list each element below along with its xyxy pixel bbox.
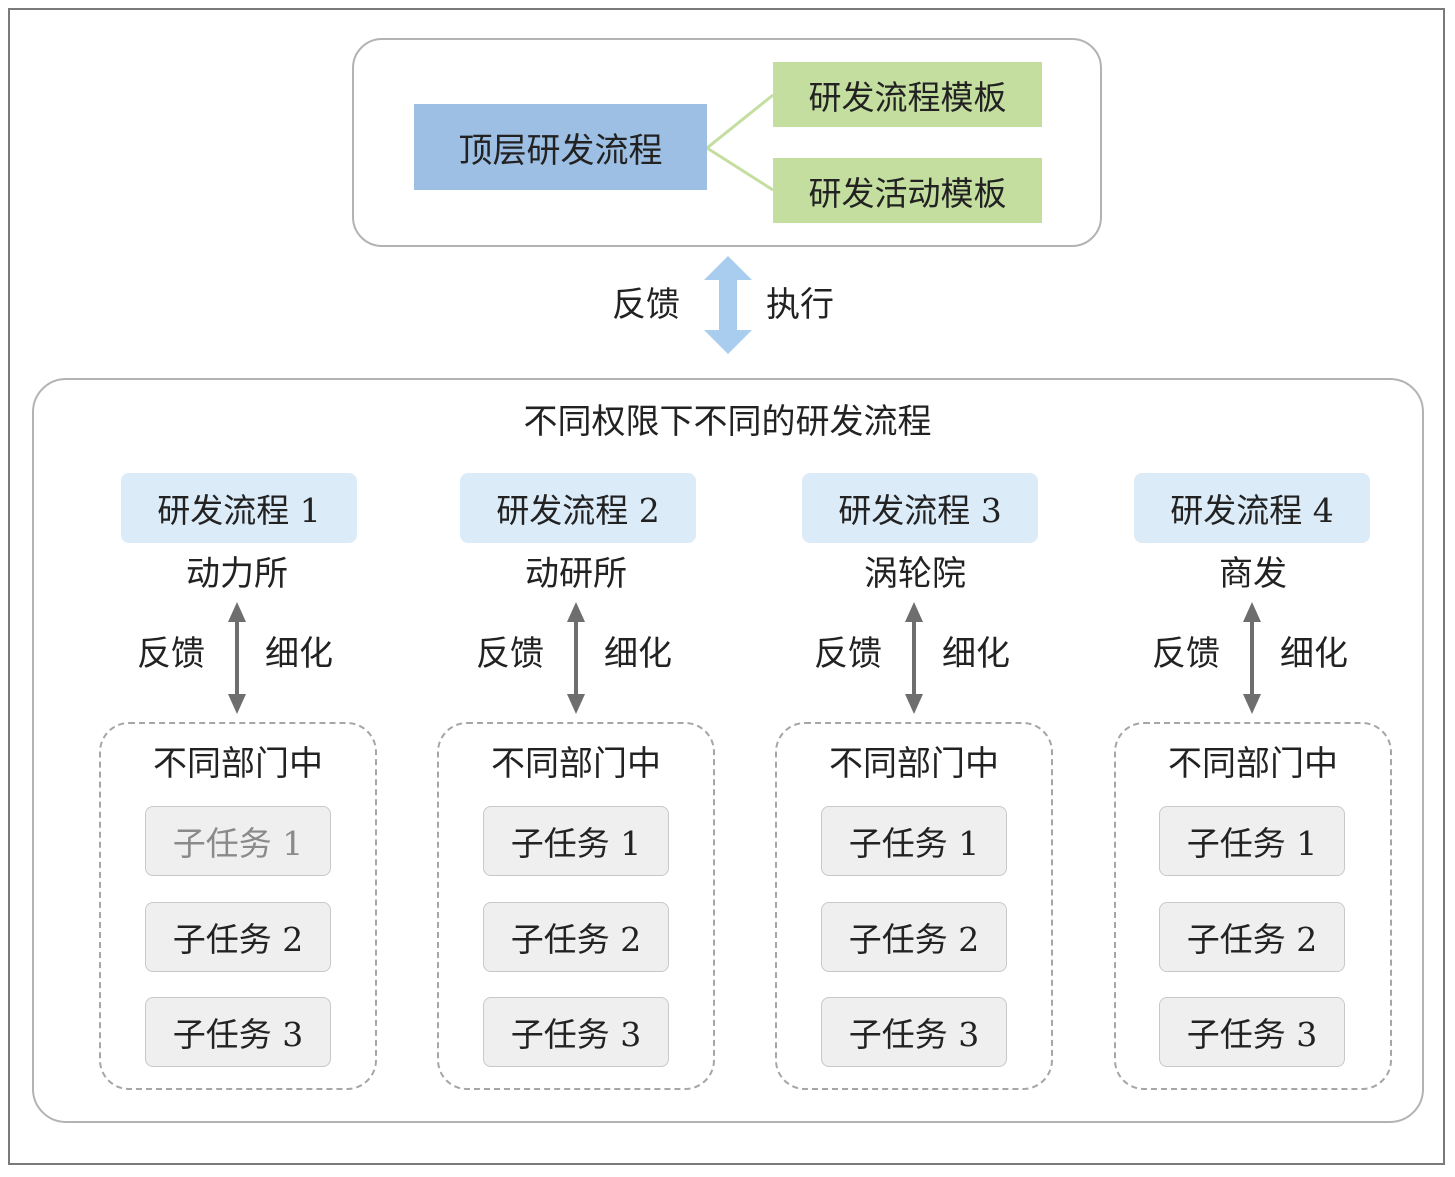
refine-label: 细化 [1280,634,1348,674]
feedback-label: 反馈 [814,634,882,674]
dept-box [437,722,715,1090]
feedback-label: 反馈 [1152,634,1220,674]
process-box: 研发流程 2 [460,473,696,543]
template-connector [706,93,774,192]
subtask-label: 子任务 1 [848,824,980,863]
org-label: 商发 [1219,554,1287,594]
subtask-1: 子任务 1 [483,806,669,876]
feedback-label: 反馈 [137,634,205,674]
refine-label: 细化 [604,634,672,674]
subtask-label: 子任务 3 [848,1015,980,1054]
subtask-3: 子任务 3 [821,997,1007,1067]
subtask-label: 子任务 1 [1186,824,1318,863]
subtask-1: 子任务 1 [821,806,1007,876]
process-column-3: 研发流程 3 涡轮院 反馈 细化 不同部门中 子任务 1 子任务 2 子任务 3 [745,470,1085,1100]
subtask-1: 子任务 1 [1159,806,1345,876]
execute-label: 执行 [766,285,834,325]
process-label: 研发流程 2 [496,491,660,530]
subtask-label: 子任务 1 [510,824,642,863]
up-down-arrow-icon [1243,602,1261,714]
process-box: 研发流程 3 [802,473,1038,543]
subtask-2: 子任务 2 [483,902,669,972]
process-column-2: 研发流程 2 动研所 反馈 细化 不同部门中 子任务 1 子任务 2 子任务 3 [406,470,746,1100]
activity-template-box: 研发活动模板 [773,158,1042,223]
subtask-label: 子任务 2 [848,920,980,959]
dept-box [99,722,377,1090]
subtask-label: 子任务 2 [1186,920,1318,959]
subtask-label: 子任务 3 [510,1015,642,1054]
dept-title: 不同部门中 [491,744,661,784]
feedback-label: 反馈 [612,285,680,325]
org-label: 涡轮院 [864,554,966,594]
refine-label: 细化 [265,634,333,674]
up-down-arrow-icon [905,602,923,714]
subtask-2: 子任务 2 [145,902,331,972]
bottom-panel-title: 不同权限下不同的研发流程 [523,402,932,442]
process-box: 研发流程 1 [121,473,357,543]
org-label: 动力所 [186,554,288,594]
subtask-label: 子任务 2 [510,920,642,959]
process-template-label: 研发流程模板 [808,77,1007,117]
feedback-label: 反馈 [476,634,544,674]
process-template-box: 研发流程模板 [773,62,1042,127]
bottom-panel [32,378,1424,1123]
subtask-label: 子任务 3 [1186,1015,1318,1054]
dept-title: 不同部门中 [829,744,999,784]
subtask-2: 子任务 2 [821,902,1007,972]
subtask-label: 子任务 3 [172,1015,304,1054]
up-down-arrow-icon [228,602,246,714]
org-label: 动研所 [525,554,627,594]
process-column-1: 研发流程 1 动力所 反馈 细化 不同部门中 子任务 1 子任务 2 子任务 3 [67,470,407,1100]
subtask-3: 子任务 3 [483,997,669,1067]
subtask-label: 子任务 2 [172,920,304,959]
refine-label: 细化 [942,634,1010,674]
top-rd-process-label: 顶层研发流程 [458,130,663,171]
process-box: 研发流程 4 [1134,473,1370,543]
subtask-3: 子任务 3 [145,997,331,1067]
dept-title: 不同部门中 [1168,744,1338,784]
process-column-4: 研发流程 4 商发 反馈 细化 不同部门中 子任务 1 子任务 2 子任务 3 [1083,470,1423,1100]
dept-box [1114,722,1392,1090]
process-label: 研发流程 1 [157,491,321,530]
activity-template-label: 研发活动模板 [808,173,1007,213]
outer-frame [8,8,1445,1165]
subtask-label: 子任务 1 [172,824,304,863]
subtask-3: 子任务 3 [1159,997,1345,1067]
process-label: 研发流程 3 [838,491,1002,530]
dept-box [775,722,1053,1090]
double-arrow-icon [704,256,752,354]
top-rd-process-box: 顶层研发流程 [414,104,707,190]
subtask-1: 子任务 1 [145,806,331,876]
subtask-2: 子任务 2 [1159,902,1345,972]
process-label: 研发流程 4 [1170,491,1334,530]
up-down-arrow-icon [567,602,585,714]
dept-title: 不同部门中 [153,744,323,784]
